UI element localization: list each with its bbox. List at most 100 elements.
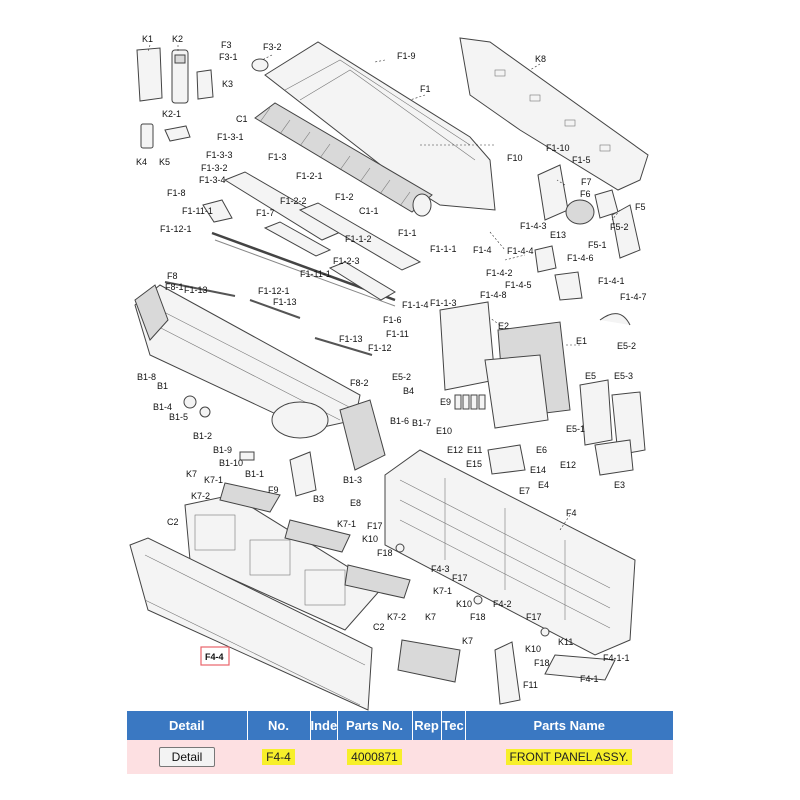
- pcb-part-e5: [579, 379, 613, 446]
- label-K10c: K10: [525, 644, 541, 654]
- label-F1-12-1a: F1-12-1: [160, 224, 192, 234]
- label-F1-3-4: F1-3-4: [199, 175, 226, 185]
- col-header-parts-name: Parts Name: [465, 711, 673, 740]
- drain-part-b1-3: [339, 399, 386, 471]
- label-F4-4[interactable]: F4-4: [205, 652, 224, 662]
- label-F1-4-8: F1-4-8: [480, 290, 507, 300]
- label-F4-3: F4-3: [431, 564, 450, 574]
- label-F1-7: F1-7: [256, 208, 275, 218]
- label-E8: E8: [350, 498, 361, 508]
- label-F5: F5: [635, 202, 646, 212]
- label-F1-4-7: F1-4-7: [620, 292, 647, 302]
- screw-part-k10a: [395, 543, 405, 553]
- label-K7b: K7: [425, 612, 436, 622]
- label-K7-2a: K7-2: [191, 491, 210, 501]
- label-K7-2b: K7-2: [387, 612, 406, 622]
- label-F3: F3: [221, 40, 232, 50]
- cell-no: F4-4: [247, 740, 310, 774]
- label-B1-8: B1-8: [137, 372, 156, 382]
- label-K7-1b: K7-1: [337, 519, 356, 529]
- remote-screen-part: [174, 54, 186, 64]
- label-F1-4-6: F1-4-6: [567, 253, 594, 263]
- label-C1: C1: [236, 114, 248, 124]
- crossflow-fan-group: [254, 102, 433, 217]
- label-E1: E1: [576, 336, 587, 346]
- hose-part-f1-4-7: [599, 313, 631, 326]
- clip-part-b1-9: [239, 451, 255, 461]
- label-F1-1-3: F1-1-3: [430, 298, 457, 308]
- cell-parts-no: 4000871: [337, 740, 412, 774]
- label-E5-2a: E5-2: [617, 341, 636, 351]
- label-F1-11-1a: F1-11-1: [182, 206, 213, 216]
- label-F3-2: F3-2: [263, 42, 282, 52]
- label-F4: F4: [566, 508, 577, 518]
- cell-index: [310, 740, 337, 774]
- label-K7-1c: K7-1: [433, 586, 452, 596]
- label-F1-3-2: F1-3-2: [201, 163, 228, 173]
- col-header-parts-no: Parts No.: [337, 711, 413, 740]
- detail-button[interactable]: Detail: [158, 747, 216, 767]
- vane-part-f1-7: [263, 221, 332, 257]
- parts-no-highlight: 4000871: [347, 749, 402, 765]
- screw-part-k10c: [540, 627, 550, 637]
- cover-part-f11: [494, 641, 521, 705]
- label-B1-1: B1-1: [245, 469, 264, 479]
- rod-part-f1-13b: [249, 299, 301, 319]
- screw-part-k10b: [473, 595, 483, 605]
- label-E11: E11: [467, 445, 482, 455]
- label-B1-7: B1-7: [412, 418, 431, 428]
- label-K2-1: K2-1: [162, 109, 181, 119]
- label-K10a: K10: [362, 534, 378, 544]
- display-window-part: [271, 401, 329, 439]
- bracket-part-f1-8: [202, 199, 233, 223]
- label-E5: E5: [585, 371, 596, 381]
- mounting-plate-part-k8: [459, 37, 649, 191]
- label-F17a: F17: [367, 521, 383, 531]
- label-K7-1a: K7-1: [204, 475, 223, 485]
- side-plate-part-f5: [611, 204, 641, 259]
- label-E5-1: E5-1: [566, 424, 585, 434]
- terminal-cover-part-e3: [594, 439, 634, 476]
- front-panel-part-f4-4[interactable]: [129, 537, 373, 711]
- drain-pump-part-f1-4-1: [554, 271, 583, 301]
- fan-end-part-c1-1: [412, 193, 432, 217]
- label-F17c: F17: [526, 612, 542, 622]
- label-F1-6: F1-6: [383, 315, 402, 325]
- label-F1-11: F1-11: [386, 329, 409, 339]
- label-F4-1: F4-1: [580, 674, 599, 684]
- label-F4-1-1: F4-1-1: [603, 653, 630, 663]
- remote-holder-part: [196, 69, 214, 100]
- cell-rep: [412, 740, 441, 774]
- label-E7: E7: [519, 486, 530, 496]
- label-F1-2-1: F1-2-1: [296, 171, 323, 181]
- label-K5: K5: [159, 157, 170, 167]
- front-panel-group[interactable]: [129, 537, 373, 711]
- label-F1-1: F1-1: [398, 228, 417, 238]
- label-F1-3-1: F1-3-1: [217, 132, 244, 142]
- col-header-tec: Tec: [441, 711, 466, 740]
- label-F1-13b: F1-13: [273, 297, 297, 307]
- electrical-box-group: [439, 301, 646, 476]
- label-B1-2: B1-2: [193, 431, 212, 441]
- label-B4: B4: [403, 386, 414, 396]
- label-F8: F8: [167, 271, 178, 281]
- pcb-part-e15: [487, 444, 526, 475]
- label-F18b: F18: [470, 612, 486, 622]
- front-frame-part-f4: [384, 449, 636, 656]
- selected-part-highlight: [200, 646, 230, 666]
- cell-tec: [441, 740, 465, 774]
- label-C1-1: C1-1: [359, 206, 379, 216]
- label-B1-5: B1-5: [169, 412, 188, 422]
- label-F1-5: F1-5: [572, 155, 591, 165]
- label-F1-4-4: F1-4-4: [507, 246, 534, 256]
- label-F7: F7: [581, 177, 592, 187]
- label-E5-3: E5-3: [614, 371, 633, 381]
- col-header-index: Inde: [310, 711, 338, 740]
- label-F8-2: F8-2: [350, 378, 369, 388]
- label-F5-1: F5-1: [588, 240, 607, 250]
- label-F11: F11: [523, 680, 538, 690]
- label-C2a: C2: [167, 517, 179, 527]
- label-F4-2: F4-2: [493, 599, 512, 609]
- filter-frame-part-k7-2a: [219, 482, 281, 513]
- label-F1-4-5: F1-4-5: [505, 280, 532, 290]
